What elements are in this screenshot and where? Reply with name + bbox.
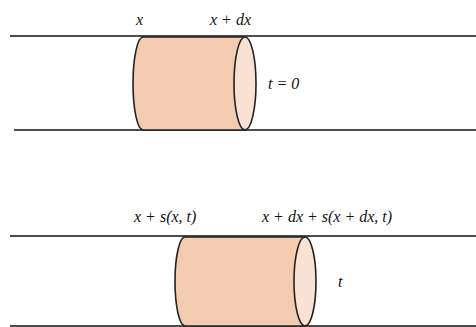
- time-label: t = 0: [268, 76, 299, 92]
- position-label: x + dx: [210, 12, 251, 28]
- position-label: x: [136, 12, 143, 28]
- position-label: x + s(x, t): [134, 209, 196, 225]
- cylinder-edge: [185, 237, 305, 326]
- cylinder-body: [175, 237, 305, 326]
- cylinder-face: [294, 237, 316, 326]
- cylinder-body: [133, 37, 245, 130]
- cylinder-edge: [133, 37, 143, 130]
- time-label: t: [338, 274, 342, 290]
- cylinder-edge: [143, 37, 245, 130]
- cylinder-edge: [175, 237, 185, 326]
- cylinder-face: [234, 37, 256, 130]
- position-label: x + dx + s(x + dx, t): [262, 209, 392, 225]
